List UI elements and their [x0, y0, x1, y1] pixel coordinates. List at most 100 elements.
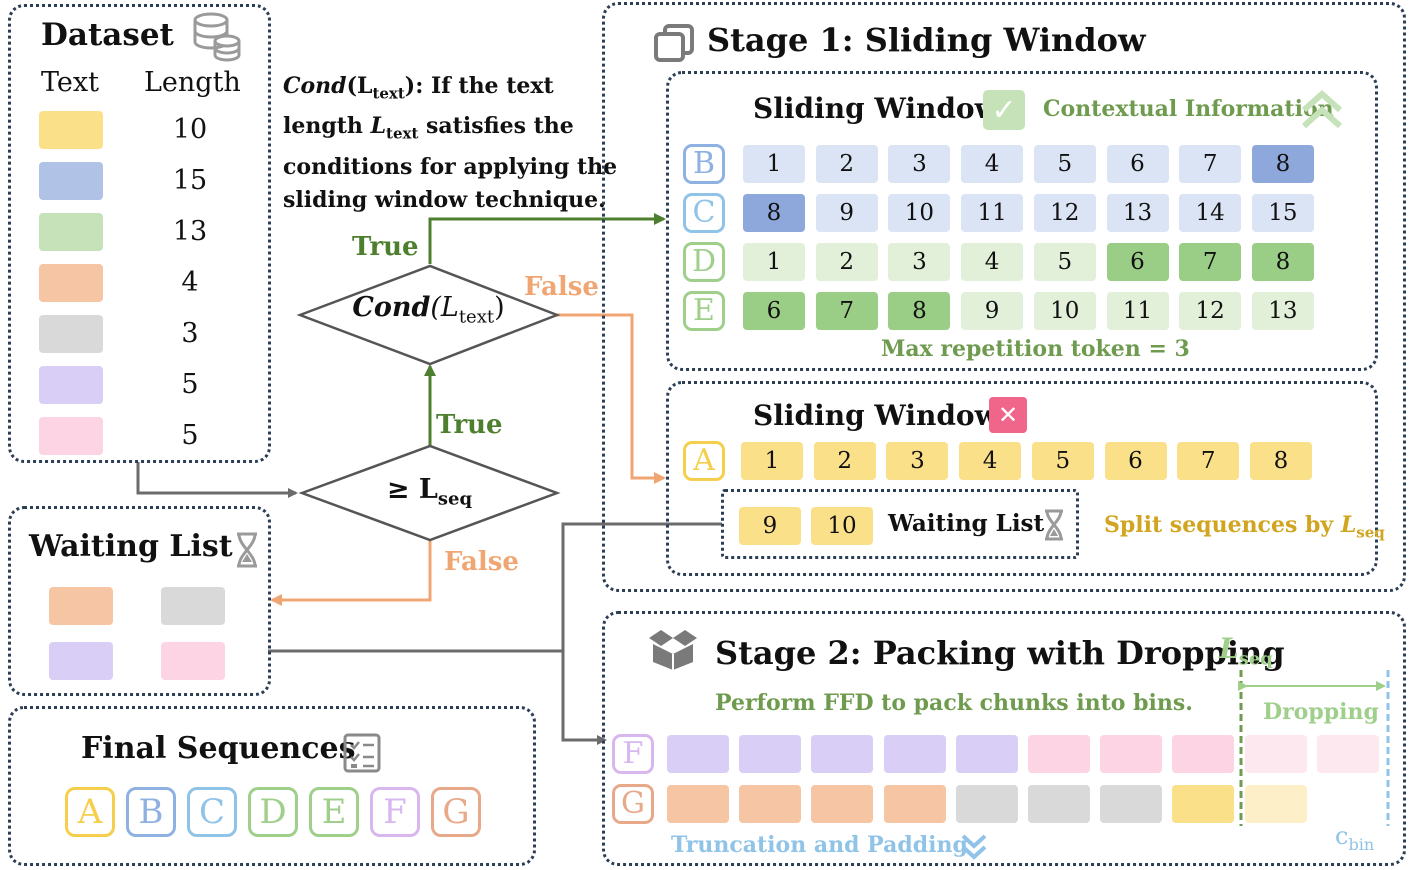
cbin-sub: bin — [1348, 834, 1375, 854]
final-sequences-title: Final Sequences — [81, 731, 356, 766]
final-seq-c: C — [187, 787, 237, 837]
pack-chunk — [883, 735, 946, 773]
waiting-swatch — [161, 587, 225, 625]
cbin-c: c — [1335, 822, 1349, 850]
token-cell: 5 — [1031, 442, 1094, 480]
sliding-window-yes-panel: Sliding Window ✓ Contextual Information … — [666, 71, 1378, 371]
token-cell: 6 — [1104, 442, 1167, 480]
pack-chunk — [883, 785, 946, 823]
cond-note-line1: If the text — [423, 73, 554, 99]
token-cell: 4 — [959, 442, 1022, 480]
dataset-swatch — [39, 264, 103, 302]
seq-letter-c: C — [683, 193, 725, 233]
token-cell: 7 — [1179, 243, 1242, 281]
final-seq-a: A — [65, 787, 115, 837]
cond-note-line2a: length — [283, 113, 371, 140]
col-text-header: Text — [41, 67, 99, 98]
cond-true-label: True — [352, 232, 419, 262]
token-cell: 11 — [1106, 292, 1169, 330]
lseq-label: Lseq — [1219, 632, 1273, 670]
token-cell: 14 — [1179, 194, 1242, 232]
arrow-geq-false — [270, 541, 432, 606]
dataset-swatch — [39, 417, 103, 455]
cond-note-line2-L: L — [370, 113, 387, 140]
token-cell: 8 — [743, 194, 805, 232]
token-cell: 6 — [1106, 145, 1169, 183]
cross-icon: ✕ — [989, 397, 1027, 433]
cross-glyph: ✕ — [997, 401, 1019, 429]
database-icon — [193, 12, 241, 62]
pack-chunk — [811, 785, 874, 823]
token-cell: 3 — [886, 442, 949, 480]
arrow-dataset-to-geq — [136, 462, 298, 498]
contextual-info-label: Contextual Information — [1043, 96, 1334, 122]
seq-letter-e: E — [683, 291, 725, 331]
pack-chunk — [1100, 785, 1163, 823]
token-cell: 8 — [1251, 243, 1314, 281]
stage1-title: Stage 1: Sliding Window — [707, 21, 1146, 59]
cond-diamond — [296, 264, 561, 366]
token-cell: 7 — [1177, 442, 1240, 480]
stage2-panel: Stage 2: Packing with Dropping Lseq Perf… — [602, 611, 1406, 866]
pack-letter-f: F — [612, 734, 654, 774]
check-icon: ✓ — [983, 90, 1025, 130]
token-cell: 8 — [1249, 442, 1312, 480]
cond-close: ) — [494, 292, 505, 323]
dataset-swatch — [39, 213, 103, 251]
waiting-swatch — [49, 587, 113, 625]
pack-chunk — [1316, 735, 1379, 773]
dataset-length: 10 — [172, 114, 208, 145]
max-repetition-label: Max repetition token = 3 — [881, 336, 1190, 362]
double-chevron-down-icon — [961, 834, 987, 860]
geq-diamond-label: ≥ Lseq — [302, 474, 557, 509]
final-seq-b: B — [126, 787, 176, 837]
waiting-list-panel: Waiting List — [8, 506, 271, 696]
cond-open: (L — [430, 292, 459, 323]
token-cell: 13 — [1106, 194, 1169, 232]
token-cell: 1 — [743, 243, 805, 281]
cond-note-line3: conditions for applying the — [283, 153, 618, 180]
lseq-sub: seq — [1238, 648, 1273, 670]
token-cell: 9 — [961, 292, 1024, 330]
dataset-length: 5 — [181, 369, 199, 400]
split-sub: seq — [1356, 523, 1385, 542]
hourglass-small-icon — [1045, 509, 1063, 541]
final-seq-f: F — [370, 787, 420, 837]
pack-chunk — [1172, 735, 1235, 773]
sliding-window-yes-title: Sliding Window — [753, 92, 999, 125]
cond-false-label: False — [524, 272, 599, 302]
token-cell: 1 — [743, 145, 805, 183]
dataset-swatch — [39, 315, 103, 353]
token-cell: 3 — [888, 243, 951, 281]
token-cell: 1 — [741, 442, 803, 480]
token-cell: 5 — [1033, 145, 1096, 183]
token-cell: 10 — [1033, 292, 1096, 330]
arrow-cond-false — [557, 313, 666, 484]
split-sequences-label: Split sequences by Lseq — [1104, 512, 1385, 541]
truncation-label: Truncation and Padding — [671, 832, 968, 858]
token-cell: 7 — [1179, 145, 1242, 183]
cond-diamond-label: Cond(Ltext) — [300, 292, 557, 327]
final-seq-g: G — [431, 787, 481, 837]
cond-note: Cond(Ltext): If the text length Ltext sa… — [283, 70, 617, 217]
cond-note-close: ): — [404, 73, 424, 99]
hourglass-icon — [237, 532, 257, 568]
token-cell: 8 — [1251, 145, 1314, 183]
pack-chunk — [1028, 785, 1090, 823]
dataset-swatch — [39, 366, 103, 404]
cond-sub: text — [458, 306, 495, 328]
token-cell: 2 — [815, 243, 878, 281]
double-chevron-up-icon — [1302, 89, 1342, 129]
cond-note-line2-sub: text — [386, 124, 419, 143]
token-cell: 8 — [888, 292, 951, 330]
pack-chunk — [1172, 785, 1235, 823]
check-glyph: ✓ — [991, 92, 1017, 128]
ffd-label: Perform FFD to pack chunks into bins. — [715, 690, 1193, 716]
token-cell: 13 — [1251, 292, 1314, 330]
pack-chunk — [1100, 735, 1163, 773]
waiting-swatch — [161, 642, 225, 680]
token-cell: 12 — [1033, 194, 1096, 232]
